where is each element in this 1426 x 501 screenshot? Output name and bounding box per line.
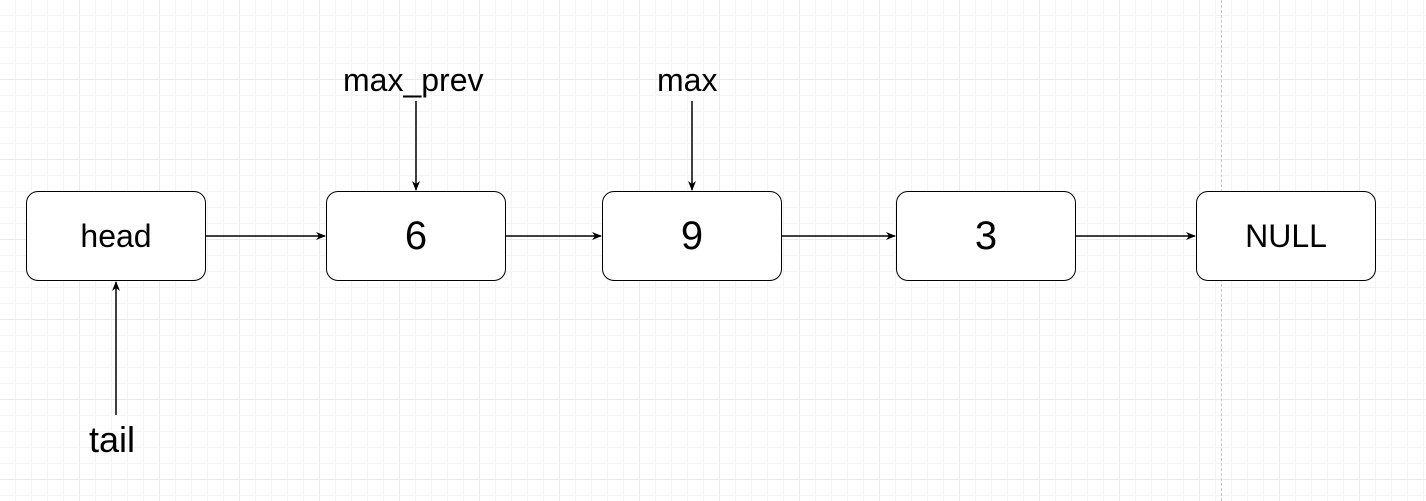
pointer-max-prev-label[interactable]: max_prev — [343, 62, 484, 98]
node-null-label: NULL — [1245, 217, 1327, 254]
node-6-label: 6 — [404, 213, 428, 258]
pointer-max-label[interactable]: max — [657, 62, 718, 98]
node-9[interactable]: 9 — [602, 191, 782, 281]
node-9-label: 9 — [680, 213, 704, 258]
node-3[interactable]: 3 — [896, 191, 1076, 281]
node-6[interactable]: 6 — [326, 191, 506, 281]
node-null[interactable]: NULL — [1196, 191, 1376, 281]
node-head-label: head — [80, 217, 152, 254]
node-3-label: 3 — [974, 213, 998, 258]
node-head[interactable]: head — [26, 191, 206, 281]
pointer-tail-label[interactable]: tail — [89, 419, 136, 460]
